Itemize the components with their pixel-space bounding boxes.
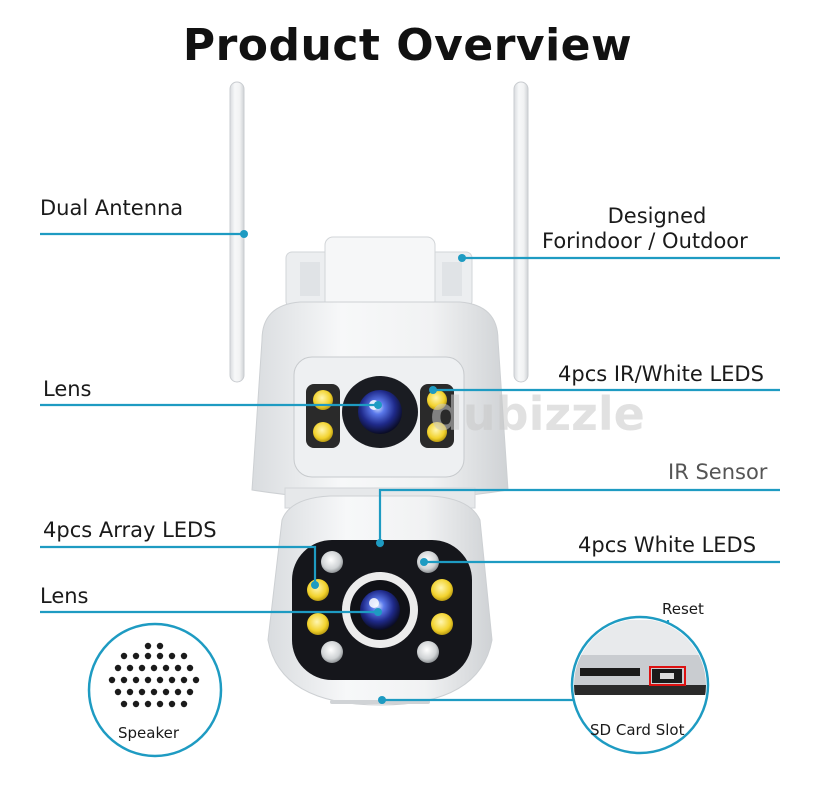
label-ir-sensor: IR Sensor [668, 460, 768, 484]
label-sd-card-slot: SD Card Slot [590, 721, 685, 739]
label-reset: Reset [662, 600, 704, 618]
label-lens-bottom: Lens [40, 584, 89, 608]
label-designed-line1: Designed [607, 204, 707, 228]
watermark-text: dubizzle [430, 387, 645, 441]
label-lens-top: Lens [43, 377, 92, 401]
upper-body: dubizzle [251, 301, 645, 501]
speaker-grille [108, 642, 200, 708]
speaker-inset [87, 622, 223, 758]
lower-led-arc-right [417, 551, 453, 663]
label-dual-antenna: Dual Antenna [40, 196, 184, 220]
upper-lens [358, 390, 402, 434]
sd-card-slot [580, 668, 640, 676]
lower-body [267, 495, 493, 706]
leader-lines [40, 232, 780, 702]
label-designed-line2: Forindoor / Outdoor [542, 229, 748, 253]
label-ir-white-leds: 4pcs IR/White LEDS [558, 362, 764, 386]
lower-led-arc-left [307, 551, 343, 663]
page-title: Product Overview [182, 20, 633, 71]
top-mount [285, 236, 473, 313]
label-speaker: Speaker [118, 724, 180, 742]
sd-card-inset [570, 615, 710, 755]
antenna-right [513, 81, 529, 383]
upper-led-cluster-left [306, 384, 340, 448]
upper-led-cluster-right [420, 384, 454, 448]
label-white-leds: 4pcs White LEDS [578, 533, 757, 557]
label-array-leds: 4pcs Array LEDS [43, 518, 217, 542]
